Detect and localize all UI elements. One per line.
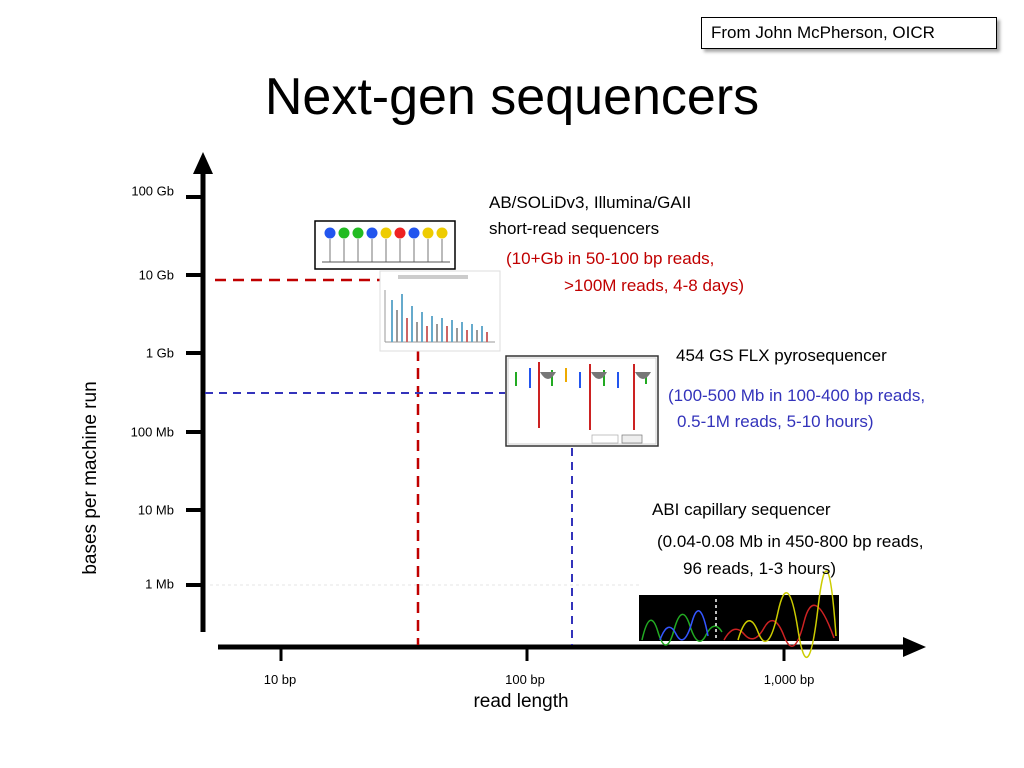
ytick-label: 100 Gb [131, 183, 174, 199]
pyro-label: 454 GS FLX pyrosequencer [676, 346, 887, 365]
capillary-detail-line1: (0.04-0.08 Mb in 450-800 bp reads, [657, 532, 924, 551]
illumina-intensity-thumbnail [379, 270, 501, 352]
pyro-detail-line1: (100-500 Mb in 100-400 bp reads, [668, 386, 926, 405]
ytick-label: 10 Gb [138, 267, 174, 283]
ytick-label: 100 Mb [130, 424, 174, 440]
pyro-flowgram-thumbnail [505, 355, 659, 447]
short-read-detail-line1: (10+Gb in 50-100 bp reads, [506, 249, 715, 268]
short-read-label-line1: AB/SOLiDv3, Illumina/GAII [489, 193, 692, 212]
source-credit: From John McPherson, OICR [701, 17, 997, 49]
ytick-label: 10 Mb [137, 502, 174, 518]
ytick-label: 1 Mb [145, 576, 174, 592]
short-read-detail-line2: >100M reads, 4-8 days) [564, 276, 745, 295]
x-axis-label: read length [473, 691, 569, 712]
solid-colorspace-thumbnail [314, 220, 456, 270]
x-axis-arrow [903, 637, 926, 657]
xtick-label: 10 bp [263, 672, 297, 687]
xtick-label: 1,000 bp [763, 672, 815, 687]
y-axis-arrow [193, 152, 213, 174]
short-read-label-line2: short-read sequencers [489, 219, 660, 238]
capillary-label: ABI capillary sequencer [652, 500, 831, 519]
xtick-label: 100 bp [505, 672, 545, 687]
y-axis-label: bases per machine run [80, 381, 101, 575]
ytick-label: 1 Gb [145, 345, 174, 361]
capillary-detail-line2: 96 reads, 1-3 hours) [683, 559, 837, 578]
capillary-trace-thumbnail [639, 570, 839, 658]
pyro-detail-line2: 0.5-1M reads, 5-10 hours) [677, 412, 874, 431]
slide-title: Next-gen sequencers [264, 68, 760, 126]
